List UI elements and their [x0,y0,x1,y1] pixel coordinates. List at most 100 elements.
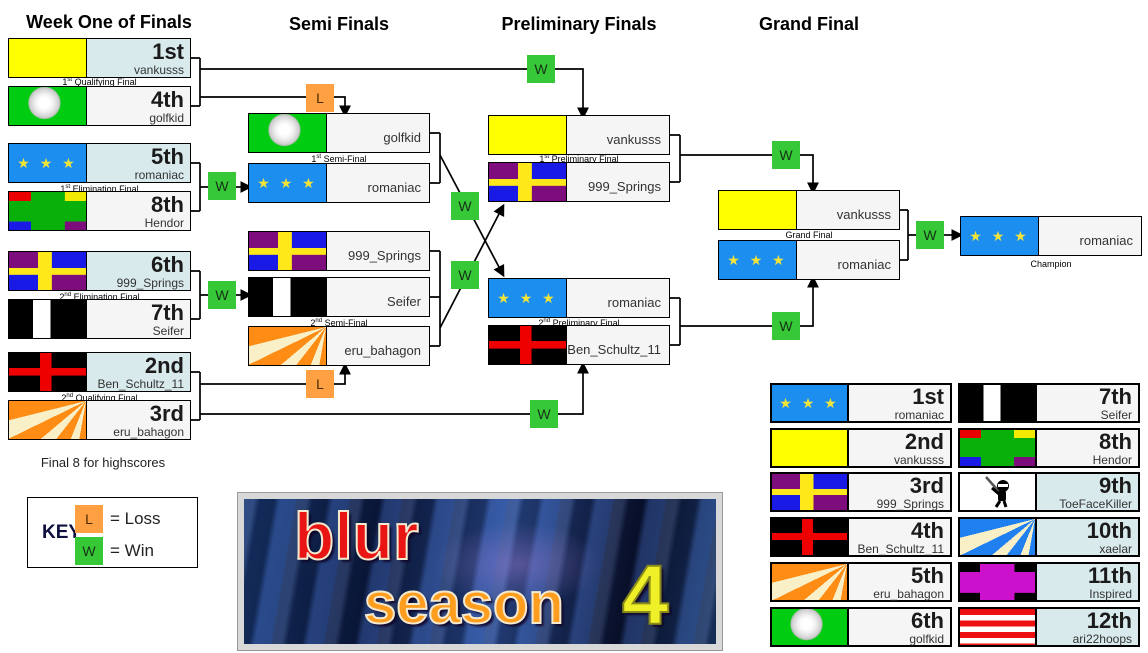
rank-label: 8th [151,191,184,217]
match-label-pf1: 1st Preliminary Final [539,154,619,164]
match-label-qf1: 1st Qualifying Final [62,77,137,87]
rank-label: 8th [1099,428,1132,454]
benschultz-flag-icon [772,519,849,555]
rank-label: 11th [1087,562,1132,588]
player-name: xaelar [1099,541,1132,556]
match-label-grand-final: Grand Final [785,230,833,240]
logo-word-blur: blur [293,499,420,573]
player-box-romaniac-semi: romaniac [248,163,430,203]
player-name: ari22hoops [1072,631,1132,646]
player-name: eru_bahagon [344,343,421,358]
player-name: romaniac [894,407,944,422]
key-title: KEY [42,522,82,543]
vankusss-flag-icon [719,191,797,229]
header-preliminary-finals: Preliminary Finals [501,14,657,34]
rank-label: 4th [151,86,184,112]
win-badge-qf1: W [527,55,555,83]
player-name: Seifer [152,323,184,338]
player-name: eru_bahagon [113,424,184,439]
loss-key-label: = Loss [110,509,161,528]
romaniac-flag-icon [772,385,849,421]
ninja-flag-icon [960,474,1037,510]
match-label-ef1: 1st Elimination Final [60,184,139,194]
rank-label: 2nd [144,352,184,378]
player-name: 999_Springs [588,179,661,194]
rank-label: 1st [152,38,184,64]
player-box-seifer-semi: Seifer [248,277,430,317]
seifer-flag-icon [9,300,87,338]
player-box-vankusss-week1: 1st vankusss [8,38,191,78]
player-name: golfkid [383,130,421,145]
rank-label: 6th [911,607,944,633]
player-name: golfkid [149,110,184,125]
note-final8: Final 8 for highscores [40,455,166,470]
romaniac-flag-icon [961,217,1039,255]
win-badge-pf1: W [772,141,800,169]
rank-label: 2nd [904,428,944,454]
match-label-ef2: 2nd Elimination Final [59,292,140,302]
rank-label: 6th [151,251,184,277]
loss-badge-qf2: L [306,370,334,398]
player-name: vankusss [133,62,184,77]
999springs-flag-icon [249,232,327,270]
rank-label: 12th [1086,607,1132,633]
win-badge-gf: W [916,221,944,249]
player-name: Ben_Schultz_11 [567,342,661,357]
vankusss-flag-icon [772,430,849,466]
player-box-romaniac-pf: romaniac [488,278,670,318]
rank-label: 1st [912,383,944,409]
logo-number-4: 4 [621,548,670,642]
player-name: 999_Springs [348,248,421,263]
header-week-one: Week One of Finals [26,12,192,32]
rank-label: 7th [1099,383,1132,409]
champion-name: romaniac [1079,233,1133,248]
player-box-benschultz-week1: 2nd Ben_Schultz_11 [8,352,191,392]
player-box-golfkid-semi: golfkid [248,113,430,153]
seifer-flag-icon [960,385,1037,421]
win-badge-sf1: W [451,192,479,220]
player-name: Inspired [1089,586,1132,601]
logo-word-season: season [363,571,565,636]
player-name: romaniac [134,167,184,182]
key-legend: KEY L = Loss W = Win [27,497,198,568]
player-box-999springs-pf: 999_Springs [488,162,670,202]
player-name: vankusss [836,207,891,222]
win-key-badge: W [75,537,103,565]
match-label-sf2: 2nd Semi-Final [310,318,368,328]
player-name: Ben_Schultz_11 [857,541,944,556]
header-grand-final: Grand Final [758,14,859,34]
header-semi-finals: Semi Finals [288,14,390,34]
standings-row: 10th xaelar [958,517,1140,557]
player-name: Hendor [144,215,184,230]
player-box-erubahagon-week1: 3rd eru_bahagon [8,400,191,440]
hendor-flag-icon [960,430,1037,466]
vankusss-flag-icon [9,39,87,77]
player-name: ToeFaceKiller [1059,496,1132,511]
standings-row: 7th Seifer [958,383,1140,423]
standings-row: 5th eru_bahagon [770,562,952,602]
erubahagon-flag-icon [249,327,327,365]
player-name: golfkid [909,631,944,646]
standings-row: 6th golfkid [770,607,952,647]
erubahagon-flag-icon [9,401,87,439]
standings-row: 9th ToeFaceKiller [958,472,1140,512]
match-label-qf2: 2nd Qualifying Final [61,393,138,403]
benschultz-flag-icon [489,326,567,364]
romaniac-flag-icon [249,164,327,202]
player-box-999springs-week1: 6th 999_Springs [8,251,191,291]
player-box-999springs-semi: 999_Springs [248,231,430,271]
999springs-flag-icon [9,252,87,290]
golfkid-flag-icon [249,114,327,152]
ari22hoops-flag-icon [960,609,1037,645]
rank-label: 9th [1099,472,1132,498]
player-name: Hendor [1092,452,1132,467]
champion-label: Champion [1030,259,1072,269]
rank-label: 3rd [149,400,184,426]
player-name: 999_Springs [876,496,944,511]
rank-label: 4th [911,517,944,543]
rank-label: 5th [151,143,184,169]
player-name: eru_bahagon [873,586,944,601]
rank-label: 7th [151,299,184,325]
standings-row: 8th Hendor [958,428,1140,468]
